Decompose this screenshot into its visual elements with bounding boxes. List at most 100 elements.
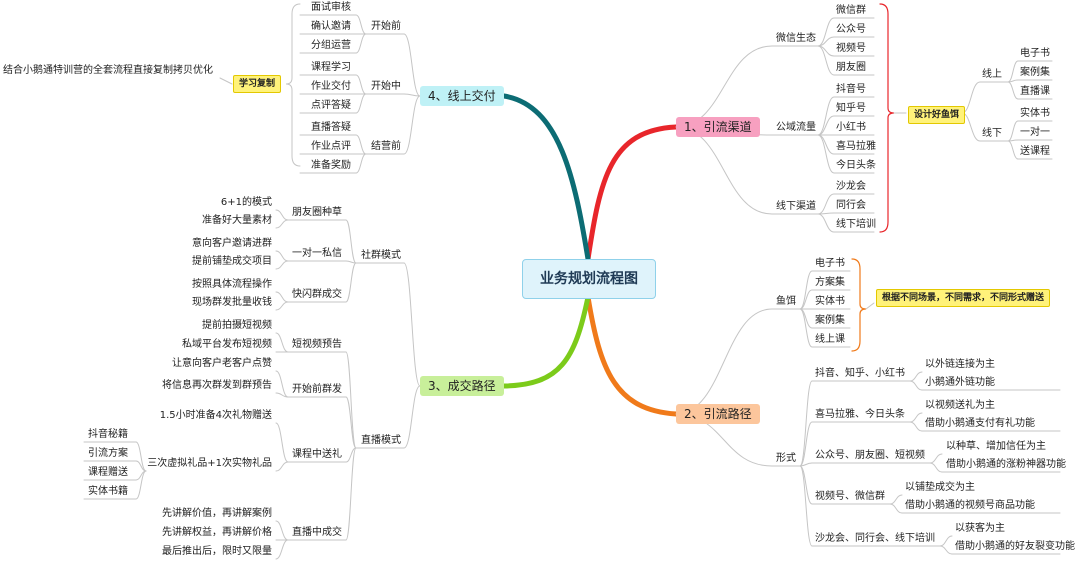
b3-c-sub-0-item-0[interactable]: 6+1的模式 bbox=[220, 197, 272, 208]
b1-group-0[interactable]: 微信生态 bbox=[776, 33, 816, 44]
b3-c-sub-1-item-0[interactable]: 意向客户邀请进群 bbox=[192, 238, 272, 249]
b3-l-sub-1-item-1[interactable]: 将信息再次群发到群预告 bbox=[162, 380, 272, 391]
b3-gift-3[interactable]: 实体书籍 bbox=[88, 486, 128, 497]
b2-form-row-2[interactable]: 公众号、朋友圈、短视频 bbox=[815, 450, 925, 461]
b3-c-sub-1-item-1[interactable]: 提前铺垫成交项目 bbox=[192, 256, 272, 267]
b3-c-sub-2-item-0[interactable]: 按照具体流程操作 bbox=[192, 279, 272, 290]
b1-online-item-0[interactable]: 电子书 bbox=[1020, 48, 1050, 59]
b3-community-label[interactable]: 社群模式 bbox=[361, 250, 401, 261]
b2-form-row-1[interactable]: 喜马拉雅、今日头条 bbox=[815, 409, 905, 420]
b2-form-row-4-a[interactable]: 以获客为主 bbox=[955, 523, 1005, 534]
branch-1-node[interactable]: 1、引流渠道 bbox=[676, 117, 760, 137]
b1-tag[interactable]: 设计好鱼饵 bbox=[908, 106, 966, 124]
b3-l-sub-3-item-1[interactable]: 先讲解权益，再讲解价格 bbox=[162, 527, 272, 538]
b3-gift-2[interactable]: 课程赠送 bbox=[88, 467, 128, 478]
b1-g1-item-1[interactable]: 知乎号 bbox=[836, 103, 866, 114]
b1-g1-item-4[interactable]: 今日头条 bbox=[836, 160, 876, 171]
b4-tag[interactable]: 学习复制 bbox=[233, 75, 282, 93]
b1-offline-item-2[interactable]: 送课程 bbox=[1020, 146, 1050, 157]
b1-online-item-1[interactable]: 案例集 bbox=[1020, 67, 1050, 78]
b1-g0-item-2[interactable]: 视频号 bbox=[836, 43, 866, 54]
b3-l-sub-3-item-0[interactable]: 先讲解价值，再讲解案例 bbox=[162, 508, 272, 519]
b4-s2-item-1[interactable]: 作业点评 bbox=[311, 141, 351, 152]
b2-bait-tag[interactable]: 根据不同场景，不同需求，不同形式赠送 bbox=[876, 289, 1051, 307]
b2-form-row-3[interactable]: 视频号、微信群 bbox=[815, 491, 885, 502]
b4-s0-item-2[interactable]: 分组运营 bbox=[311, 40, 351, 51]
b2-bait-item-1[interactable]: 方案集 bbox=[815, 277, 845, 288]
b2-bait-item-4[interactable]: 线上课 bbox=[815, 334, 845, 345]
root-node[interactable]: 业务规划流程图 bbox=[522, 259, 656, 299]
b1-group-1[interactable]: 公域流量 bbox=[776, 122, 816, 133]
b2-form-row-1-a[interactable]: 以视频送礼为主 bbox=[925, 400, 995, 411]
b3-c-item-fan-2-1 bbox=[275, 301, 289, 311]
b2-form-row-1-b[interactable]: 借助小鹅通支付有礼功能 bbox=[925, 418, 1035, 429]
b4-sub-2[interactable]: 结营前 bbox=[371, 141, 401, 152]
b2-form-row-3-b[interactable]: 借助小鹅通的视频号商品功能 bbox=[905, 500, 1035, 511]
b3-l-sub-3-item-2[interactable]: 最后推出后，限时又限量 bbox=[162, 546, 272, 557]
b4-s0-item-0[interactable]: 面试审核 bbox=[311, 2, 351, 13]
b4-sub-0[interactable]: 开始前 bbox=[371, 21, 401, 32]
b2-form-row-3-a[interactable]: 以铺垫成交为主 bbox=[905, 482, 975, 493]
b1-group-2[interactable]: 线下渠道 bbox=[776, 201, 816, 212]
b3-l2-fan-1 bbox=[275, 461, 289, 472]
b4-sub-1[interactable]: 开始中 bbox=[371, 81, 401, 92]
b2-form-row-0-a[interactable]: 以外链连接为主 bbox=[925, 359, 995, 370]
b2-bait-item-2[interactable]: 实体书 bbox=[815, 296, 845, 307]
b3-l-sub-3[interactable]: 直播中成交 bbox=[292, 527, 342, 538]
b1-online-label[interactable]: 线上 bbox=[982, 69, 1002, 80]
branch-2-node[interactable]: 2、引流路径 bbox=[676, 404, 760, 424]
b1-g1-item-0[interactable]: 抖音号 bbox=[836, 84, 866, 95]
b3-c-sub-0-item-1[interactable]: 准备好大量素材 bbox=[202, 215, 272, 226]
b2-form-label[interactable]: 形式 bbox=[776, 453, 796, 464]
b2-form-row-0-b[interactable]: 小鹅通外链功能 bbox=[925, 377, 995, 388]
b1-g2-item-1[interactable]: 同行会 bbox=[836, 200, 866, 211]
b4-s1-item-0[interactable]: 课程学习 bbox=[311, 62, 351, 73]
b3-c-sub-2[interactable]: 快闪群成交 bbox=[292, 289, 342, 300]
b1-g1-item-3[interactable]: 喜马拉雅 bbox=[836, 141, 876, 152]
b4-s0-item-1[interactable]: 确认邀请 bbox=[311, 21, 351, 32]
b2-form-row-4-b[interactable]: 借助小鹅通的好友裂变功能 bbox=[955, 541, 1075, 552]
b1-g2-item-2[interactable]: 线下培训 bbox=[836, 219, 876, 230]
b1-g1-item-2[interactable]: 小红书 bbox=[836, 122, 866, 133]
b3-c-sub-2-item-1[interactable]: 现场群发批量收钱 bbox=[192, 297, 272, 308]
b4-s1-item-1[interactable]: 作业交付 bbox=[311, 81, 351, 92]
b2-form-row-0[interactable]: 抖音、知乎、小红书 bbox=[815, 368, 905, 379]
b2-bait-item-0[interactable]: 电子书 bbox=[815, 258, 845, 269]
b3-l-sub-0[interactable]: 短视频预告 bbox=[292, 339, 342, 350]
b3-l-sub-2[interactable]: 课程中送礼 bbox=[292, 449, 342, 460]
b3-l-sub-2-item-0[interactable]: 1.5小时准备4次礼物赠送 bbox=[159, 410, 272, 421]
b3-l-sub-1[interactable]: 开始前群发 bbox=[292, 384, 342, 395]
b1-g0-item-3[interactable]: 朋友圈 bbox=[836, 62, 866, 73]
b3-gift-1[interactable]: 引流方案 bbox=[88, 448, 128, 459]
b1-offline-fan-2 bbox=[1007, 140, 1019, 160]
b2-bait-item-3[interactable]: 案例集 bbox=[815, 315, 845, 326]
b1-g0-item-0[interactable]: 微信群 bbox=[836, 5, 866, 16]
b2-form-row-2-a[interactable]: 以种草、增加信任为主 bbox=[946, 441, 1046, 452]
b3-live-label[interactable]: 直播模式 bbox=[361, 435, 401, 446]
b3-gift-0[interactable]: 抖音秘籍 bbox=[88, 429, 128, 440]
b4-s2-item-2[interactable]: 准备奖励 bbox=[311, 160, 351, 171]
main-link-3 bbox=[501, 294, 591, 389]
b1-offline-label[interactable]: 线下 bbox=[982, 128, 1002, 139]
branch-4-node[interactable]: 4、线上交付 bbox=[420, 86, 504, 106]
b2-form-row-2-b[interactable]: 借助小鹅通的涨粉神器功能 bbox=[946, 459, 1066, 470]
b1-online-item-2[interactable]: 直播课 bbox=[1020, 86, 1050, 97]
b2-form-row-4[interactable]: 沙龙会、同行会、线下培训 bbox=[815, 533, 935, 544]
b4-note[interactable]: 结合小鹅通特训营的全套流程直接复制拷贝优化 bbox=[3, 65, 213, 76]
b4-s2-item-0[interactable]: 直播答疑 bbox=[311, 122, 351, 133]
b1-g2-item-0[interactable]: 沙龙会 bbox=[836, 181, 866, 192]
branch-3-node[interactable]: 3、成交路径 bbox=[420, 376, 504, 396]
b4-s1-item-2[interactable]: 点评答疑 bbox=[311, 100, 351, 111]
b3-l-sub-2-item-1[interactable]: 三次虚拟礼品+1次实物礼品 bbox=[147, 458, 272, 469]
b3-l-sub-0-item-1[interactable]: 私域平台发布短视频 bbox=[182, 339, 272, 350]
b1-offline-item-0[interactable]: 实体书 bbox=[1020, 108, 1050, 119]
b1-offline-item-1[interactable]: 一对一 bbox=[1020, 127, 1050, 138]
b1-g0-item-1[interactable]: 公众号 bbox=[836, 24, 866, 35]
b3-l-sub-1-item-0[interactable]: 让意向客户老客户点赞 bbox=[172, 358, 272, 369]
b3-fan-0 bbox=[403, 262, 421, 387]
b3-gift-fan-3 bbox=[135, 470, 147, 500]
b3-l-sub-0-item-0[interactable]: 提前拍摄短视频 bbox=[202, 320, 272, 331]
b3-c-sub-0[interactable]: 朋友圈种草 bbox=[292, 207, 342, 218]
b2-bait-label[interactable]: 鱼饵 bbox=[776, 296, 796, 307]
b3-c-sub-1[interactable]: 一对一私信 bbox=[292, 248, 342, 259]
